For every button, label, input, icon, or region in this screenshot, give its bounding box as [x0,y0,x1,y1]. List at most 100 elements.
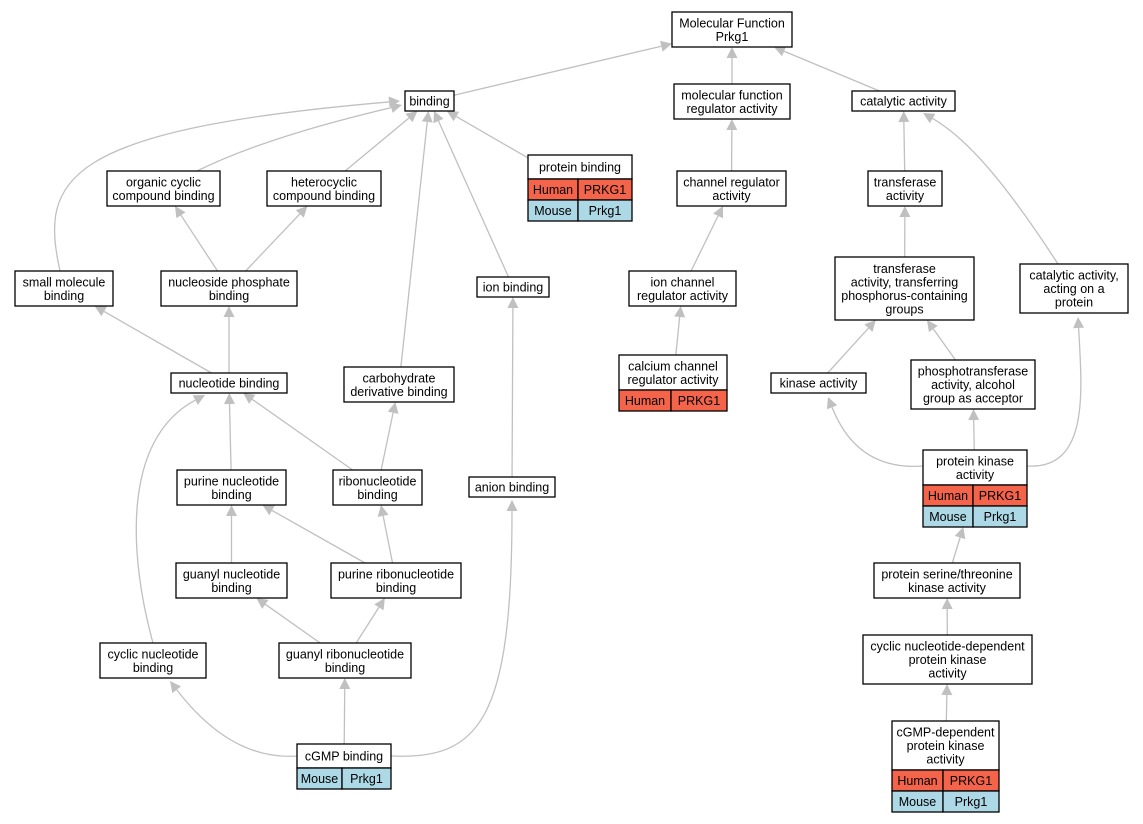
node-label-line: organic cyclic [126,175,201,189]
species-label: Human [625,394,665,408]
node-box [404,90,455,112]
edge-prnb-rnb [377,505,394,564]
arrow-head [446,111,460,122]
node-label-line: compound binding [112,189,214,203]
edge-line [264,603,321,644]
node-nb[interactable]: nucleotide binding [170,372,288,394]
gene-label: Prkg1 [955,795,988,809]
edge-line [455,115,529,159]
node-ion[interactable]: ion binding [476,276,550,298]
arrow-head [941,598,953,610]
node-label-line: binding [376,581,416,595]
arrow-head [94,306,107,317]
edge-line [382,515,394,564]
edge-line [973,419,975,451]
node-anb[interactable]: anion binding [468,476,556,498]
gene-label: PRKG1 [979,489,1021,503]
node-label-line: molecular function [681,88,782,102]
edge-npb-ocb [174,206,219,272]
node-ka[interactable]: kinase activity [770,372,867,394]
arrow-head [713,206,724,219]
edge-cat-mf [773,46,880,92]
arrow-head [899,206,911,218]
node-label-line: protein binding [539,161,621,175]
edge-prnb-pnb [262,505,366,564]
node-box [628,270,737,307]
node-label-line: guanyl nucleotide [183,567,280,581]
arrow-head [968,409,980,421]
gene-label: PRKG1 [950,774,992,788]
edge-line [180,214,219,272]
node-label-line: activity [712,189,751,203]
arrow-head [926,320,938,333]
edge-line [355,606,380,644]
edge-ptaa-tatp [926,320,957,361]
edge-line [437,120,510,278]
edge-line [103,310,212,374]
node-label-line: activity [926,753,965,767]
node-box [851,90,956,112]
edge-line [251,398,354,471]
node-label-line: group as acceptor [923,392,1023,406]
edge-cgmpb-grnb [339,678,351,745]
node-box [476,276,550,298]
edge-caap-cat [923,113,1059,265]
edge-pka-ptaa [968,409,980,451]
node-box [618,354,728,391]
edge-ccra-icra [674,306,686,356]
arrow-head [243,393,256,404]
node-box [673,83,791,120]
edge-line [245,213,301,272]
node-box [176,469,287,506]
species-label: Human [928,489,968,503]
node-label-line: ribonucleotide [339,474,417,488]
edge-rnb-cdb [380,402,399,471]
edge-ta-cat [898,111,910,172]
edge-layer [54,40,1085,757]
node-box [14,270,114,307]
gene-label: PRKG1 [584,183,626,197]
node-box [676,170,787,207]
node-binding[interactable]: binding [404,90,455,112]
arrow-head [170,681,182,694]
node-label-line: binding [357,488,397,502]
node-box [770,372,867,394]
node-label-line: activity, transferring [851,275,958,289]
edge-line [176,689,298,757]
edge-line [675,316,681,356]
node-cat[interactable]: catalytic activity [851,90,956,112]
organism-row-human: Human PRKG1 [922,484,1028,507]
node-label-line: cGMP-dependent [897,726,996,740]
edge-cnb-nb [135,395,205,644]
arrow-head [506,500,518,511]
arrow-head [826,397,838,410]
